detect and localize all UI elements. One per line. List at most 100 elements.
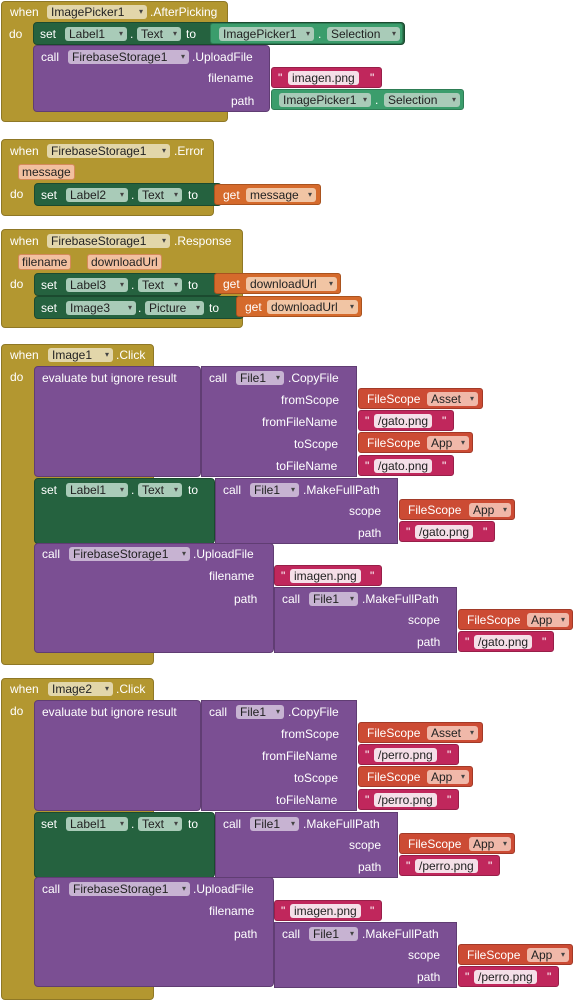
component-dropdown-image2[interactable]: Image2▾ [48,682,113,696]
scope-dropdown-app[interactable]: App▾ [427,770,469,784]
component-dropdown-firebase[interactable]: FirebaseStorage1▾ [47,144,170,158]
filescope-app-block[interactable]: FileScope App▾ [458,944,573,965]
text-string-block[interactable]: " /perro.png " [358,789,459,810]
filescope-app-block[interactable]: FileScope App▾ [399,833,515,854]
string-value[interactable]: /gato.png [474,635,533,649]
component-dropdown-imagepicker1[interactable]: ImagePicker1▾ [47,5,147,19]
set-label3-text-block[interactable]: set Label3▾ . Text▾ to [34,273,222,296]
set-label1-text-block[interactable]: set Label1▾ . Text▾ to [34,812,215,878]
set-image3-picture-block[interactable]: set Image3▾ . Picture▾ to [34,296,244,319]
property-dropdown-text[interactable]: Text▾ [137,27,181,41]
component-dropdown-firebase[interactable]: FirebaseStorage1▾ [47,234,170,248]
text-string-block[interactable]: " /gato.png " [358,455,454,476]
component-dropdown-label1[interactable]: Label1▾ [66,817,128,831]
method-name: .UploadFile [193,547,254,561]
filescope-app-block[interactable]: FileScope App▾ [358,766,473,787]
component-dropdown-firebase[interactable]: FirebaseStorage1▾ [69,882,190,896]
component-dropdown-file1[interactable]: File1▾ [250,817,299,831]
property-dropdown-selection[interactable]: Selection▾ [327,27,400,41]
component-dropdown-image1[interactable]: Image1▾ [48,348,113,362]
call-file1-copyfile[interactable]: call File1▾ .CopyFile fromScope fromFile… [201,366,357,477]
string-value[interactable]: /perro.png [415,859,478,873]
property-dropdown-text[interactable]: Text▾ [138,278,182,292]
scope-dropdown-app[interactable]: App▾ [427,436,469,450]
string-value[interactable]: /gato.png [374,459,433,473]
getter-imagepicker1-selection[interactable]: ImagePicker1▾ . Selection▾ [210,23,403,44]
call-file1-makefullpath[interactable]: call File1▾ .MakeFullPath scope path [215,812,398,878]
component-dropdown-file1[interactable]: File1▾ [309,592,358,606]
string-value[interactable]: /gato.png [374,414,433,428]
filescope-app-block[interactable]: FileScope App▾ [458,609,573,630]
variable-dropdown-downloadurl[interactable]: downloadUrl▾ [267,300,358,314]
component-dropdown-file1[interactable]: File1▾ [250,483,299,497]
evaluate-ignore-result-block[interactable]: evaluate but ignore result [34,700,201,811]
filescope-app-block[interactable]: FileScope App▾ [358,432,473,453]
property-dropdown-selection[interactable]: Selection▾ [384,93,460,107]
component-dropdown-label3[interactable]: Label3▾ [66,278,128,292]
property-dropdown-picture[interactable]: Picture▾ [145,301,204,315]
param-message[interactable]: message [18,164,75,180]
component-dropdown-file1[interactable]: File1▾ [236,705,284,719]
param-filename[interactable]: filename [18,254,72,270]
get-downloadurl-block[interactable]: get downloadUrl▾ [214,273,341,294]
text-string-block[interactable]: " /gato.png " [458,631,554,652]
component-dropdown-file1[interactable]: File1▾ [236,371,284,385]
property-dropdown-text[interactable]: Text▾ [138,817,182,831]
call-file1-makefullpath[interactable]: call File1▾ .MakeFullPath scope path [274,922,457,988]
quote: " [370,71,375,85]
scope-dropdown-app[interactable]: App▾ [469,837,511,851]
variable-dropdown-downloadurl[interactable]: downloadUrl▾ [246,277,337,291]
call-file1-makefullpath[interactable]: call File1▾ .MakeFullPath scope path [274,587,457,653]
text-string-block[interactable]: " /perro.png " [458,966,559,987]
component-dropdown-image3[interactable]: Image3▾ [66,301,136,315]
filescope-asset-block[interactable]: FileScope Asset▾ [358,388,483,409]
get-message-block[interactable]: get message▾ [214,184,321,205]
set-label1-text-block[interactable]: set Label1▾ . Text▾ to [34,478,215,544]
text-string-block[interactable]: " /gato.png " [399,521,495,542]
arg-label-path: path [234,592,258,606]
component-dropdown-firebase[interactable]: FirebaseStorage1▾ [69,547,190,561]
text-string-block[interactable]: " /gato.png " [358,410,454,431]
param-downloadurl[interactable]: downloadUrl [87,254,162,270]
string-value[interactable]: imagen.png [288,71,359,85]
component-dropdown-imagepicker1[interactable]: ImagePicker1▾ [219,27,314,41]
scope-dropdown-asset[interactable]: Asset▾ [427,392,478,406]
component-dropdown-label1[interactable]: Label1▾ [65,27,127,41]
variable-dropdown-message[interactable]: message▾ [246,188,316,202]
text-string-block[interactable]: " imagen.png " [271,67,382,88]
string-value[interactable]: imagen.png [290,569,361,583]
text-string-block[interactable]: " imagen.png " [274,900,382,921]
getter-imagepicker1-selection[interactable]: ImagePicker1▾ . Selection▾ [271,89,464,110]
string-value[interactable]: /perro.png [474,970,537,984]
string-value[interactable]: /gato.png [415,525,474,539]
property-dropdown-text[interactable]: Text▾ [138,188,182,202]
string-value[interactable]: imagen.png [290,904,361,918]
filescope-asset-block[interactable]: FileScope Asset▾ [358,722,483,743]
call-file1-copyfile[interactable]: call File1▾ .CopyFile fromScope fromFile… [201,700,357,811]
scope-dropdown-app[interactable]: App▾ [527,948,569,962]
component-dropdown-file1[interactable]: File1▾ [309,927,358,941]
text-string-block[interactable]: " /perro.png " [358,744,459,765]
string-value[interactable]: /perro.png [374,748,437,762]
scope-dropdown-asset[interactable]: Asset▾ [427,726,478,740]
call-file1-makefullpath[interactable]: call File1▾ .MakeFullPath scope path [215,478,398,544]
set-label2-text-block[interactable]: set Label2▾ . Text▾ to [34,183,222,206]
call-firebase-uploadfile[interactable]: call FirebaseStorage1▾ .UploadFile filen… [34,543,274,653]
string-value[interactable]: /perro.png [374,793,437,807]
call-firebase-uploadfile[interactable]: call FirebaseStorage1▾ .UploadFile filen… [33,45,270,112]
component-dropdown-firebase[interactable]: FirebaseStorage1▾ [68,50,189,64]
get-downloadurl-block[interactable]: get downloadUrl▾ [236,296,362,317]
text-string-block[interactable]: " imagen.png " [274,565,382,586]
property-dropdown-text[interactable]: Text▾ [138,483,182,497]
component-dropdown-imagepicker1[interactable]: ImagePicker1▾ [279,93,371,107]
evaluate-ignore-result-block[interactable]: evaluate but ignore result [34,366,201,477]
component-dropdown-label2[interactable]: Label2▾ [66,188,128,202]
text-string-block[interactable]: " /perro.png " [399,855,500,876]
scope-dropdown-app[interactable]: App▾ [469,503,511,517]
scope-dropdown-app[interactable]: App▾ [527,613,569,627]
component-dropdown-label1[interactable]: Label1▾ [66,483,128,497]
call-firebase-uploadfile[interactable]: call FirebaseStorage1▾ .UploadFile filen… [34,877,274,987]
arg-label-scope: scope [349,504,382,518]
filescope-app-block[interactable]: FileScope App▾ [399,499,515,520]
arg-label-fromfilename: fromFileName [262,415,338,429]
